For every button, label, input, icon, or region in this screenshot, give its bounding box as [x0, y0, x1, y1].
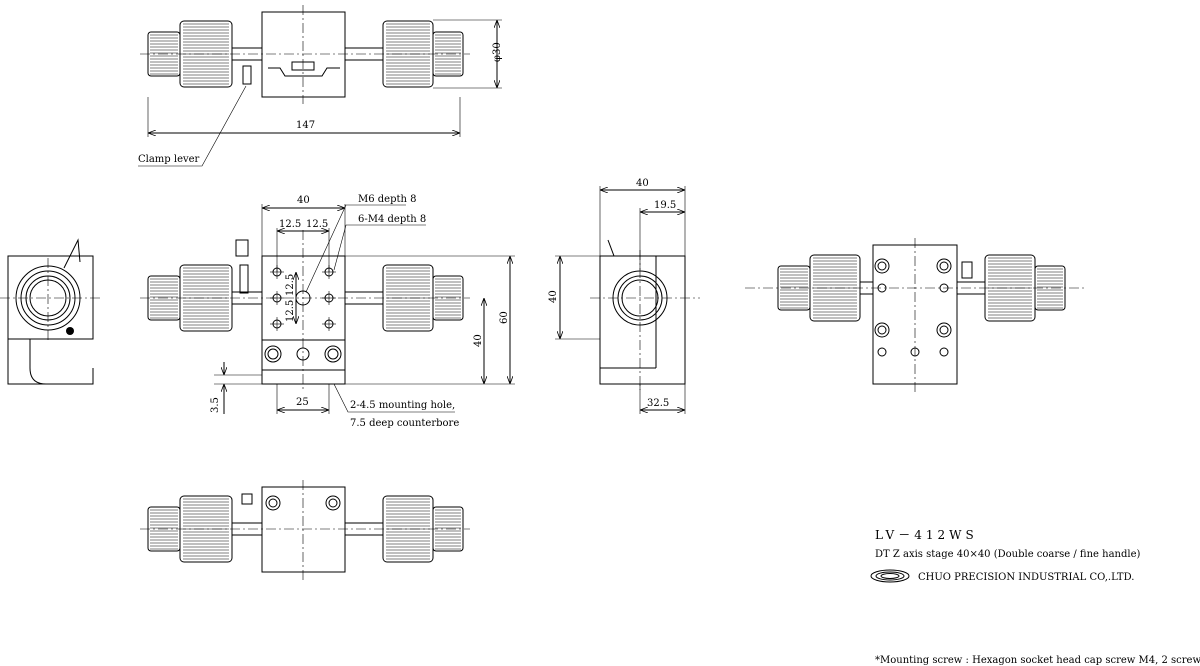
right-knob[interactable] — [382, 20, 464, 88]
counterbore-hole — [874, 258, 890, 274]
dim-25: 25 — [296, 397, 309, 408]
dim-vpitch-2: 12.5 — [285, 300, 296, 322]
left-knob[interactable] — [147, 20, 233, 88]
dim-pitch-2: 12.5 — [306, 219, 328, 230]
right-knob[interactable] — [382, 264, 464, 332]
dim-pitch-1: 12.5 — [279, 219, 301, 230]
dim-vpitch-1: 12.5 — [285, 274, 296, 296]
dim-side-height: 40 — [548, 290, 559, 303]
company-logo-icon — [870, 569, 910, 583]
company-name: CHUO PRECISION INDUSTRIAL CO,.LTD. — [918, 572, 1134, 583]
dim-3-5: 3.5 — [210, 397, 221, 413]
dim-side-width: 40 — [636, 178, 649, 189]
m4-hole — [270, 317, 284, 331]
clamp-lever-label: Clamp lever — [138, 154, 200, 165]
m6-label: M6 depth 8 — [358, 194, 417, 205]
mounting-hole-label: 2-4.5 mounting hole, — [350, 400, 455, 411]
title-block: LV－412WS DT Z axis stage 40×40 (Double c… — [870, 528, 1200, 666]
dim-40: 40 — [473, 334, 484, 347]
right-knob[interactable] — [382, 495, 464, 563]
m4-label: 6-M4 depth 8 — [358, 214, 426, 225]
product-description: DT Z axis stage 40×40 (Double coarse / f… — [875, 549, 1141, 560]
tapped-hole — [939, 347, 949, 357]
left-knob[interactable] — [147, 495, 233, 563]
dim-phi30: φ30 — [492, 42, 503, 62]
dim-60: 60 — [499, 311, 510, 324]
knob-pair — [147, 20, 464, 88]
dim-147: 147 — [296, 120, 315, 131]
dim-32-5: 32.5 — [647, 398, 669, 409]
m4-hole — [322, 317, 336, 331]
top-view: 147 φ30 Clamp lever — [138, 5, 503, 167]
counterbore-hole — [936, 322, 952, 338]
mounting-screw-note: *Mounting screw : Hexagon socket head ca… — [875, 655, 1200, 666]
dim-19-5: 19.5 — [654, 200, 676, 211]
model-number: LV－412WS — [875, 528, 978, 542]
rear-view — [745, 238, 1085, 392]
front-view: 40 12.5 12.5 12.5 12.5 M6 depth 8 6-M4 d… — [140, 194, 515, 429]
rear-left-knob[interactable] — [777, 254, 861, 322]
bottom-view — [140, 480, 470, 580]
counterbore-label: 7.5 deep counterbore — [350, 418, 459, 429]
counterbore-hole — [874, 322, 890, 338]
left-knob[interactable] — [147, 264, 233, 332]
counterbore-hole — [936, 258, 952, 274]
rear-right-knob[interactable] — [984, 254, 1066, 322]
dim-front-width: 40 — [297, 195, 310, 206]
tapped-hole — [877, 347, 887, 357]
right-side-view: 40 19.5 40 32.5 — [548, 178, 700, 414]
left-side-view — [0, 238, 100, 385]
clamp-lever-icon[interactable] — [242, 65, 252, 85]
